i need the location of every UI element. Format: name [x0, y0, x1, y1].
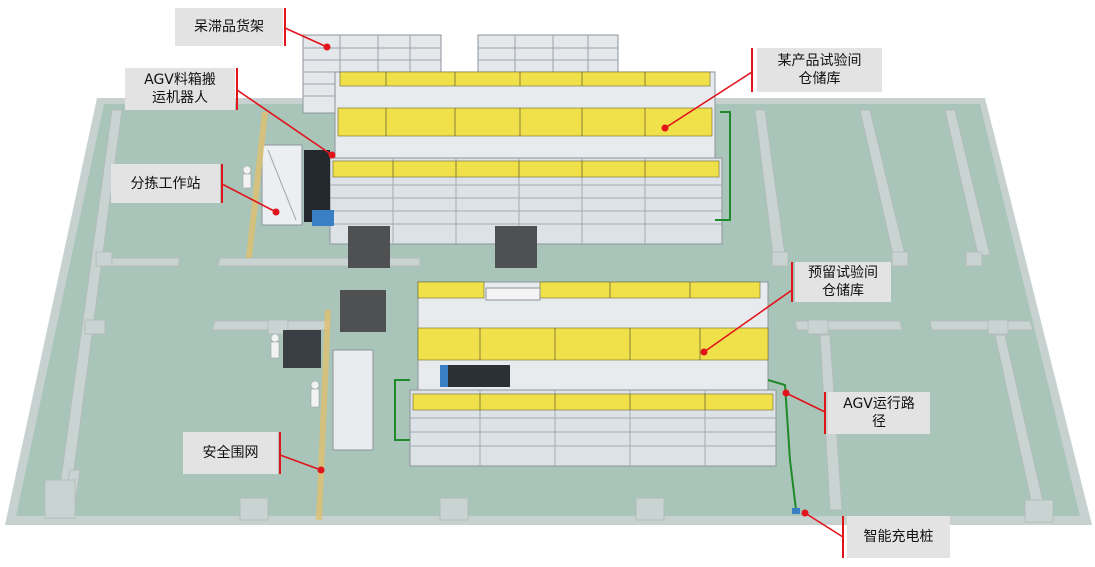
label-stagnant-shelf: 呆滞品货架	[175, 8, 283, 46]
label-edge-bars	[221, 8, 844, 558]
product-test-rack	[329, 71, 723, 268]
label-charging-pile: 智能充电桩	[847, 516, 950, 558]
label-safety-fence: 安全围网	[183, 432, 278, 474]
leader-dots	[272, 43, 809, 517]
charging-pile-marker	[792, 508, 800, 514]
sorting-station	[261, 144, 386, 451]
leader-lines	[221, 27, 844, 538]
agv-robot	[304, 150, 334, 226]
label-product-test-warehouse: 某产品试验间 仓储库	[757, 48, 882, 92]
workers	[242, 165, 320, 408]
label-agv-path: AGV运行路 径	[828, 392, 930, 434]
label-reserved-test-warehouse: 预留试验间 仓储库	[795, 262, 891, 302]
reserved-test-rack	[409, 281, 777, 467]
label-agv-robot: AGV料箱搬 运机器人	[125, 68, 235, 110]
agv-path-lines	[394, 111, 797, 511]
label-sorting-station: 分拣工作站	[111, 164, 220, 203]
floor-walkways	[44, 109, 1054, 523]
